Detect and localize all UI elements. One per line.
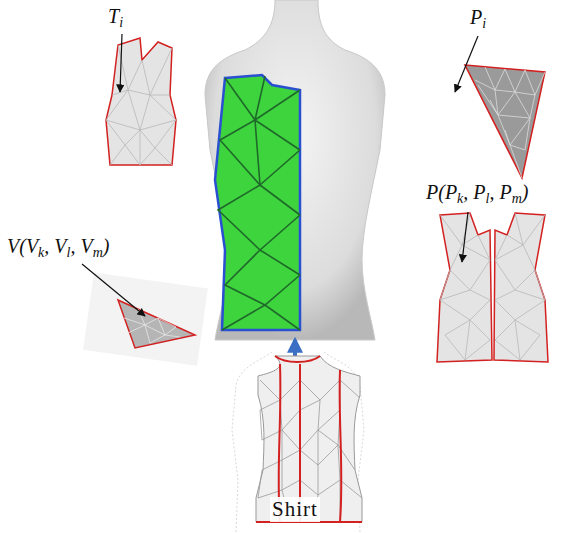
label: Shirt	[270, 497, 320, 522]
pattern-piece	[83, 272, 208, 365]
pattern-piece	[437, 213, 548, 362]
label: Ti	[106, 4, 125, 28]
pattern-piece	[106, 38, 176, 165]
label: Pi	[468, 5, 488, 29]
draped-patch	[215, 75, 300, 330]
label: P(Pk, Pl, Pm)	[424, 180, 530, 204]
shirt-illustration	[232, 352, 364, 533]
leader-lines	[82, 34, 478, 316]
pattern-piece	[465, 65, 545, 178]
label: V(Vk, Vl, Vm)	[5, 234, 111, 258]
mannequin	[205, 0, 385, 340]
